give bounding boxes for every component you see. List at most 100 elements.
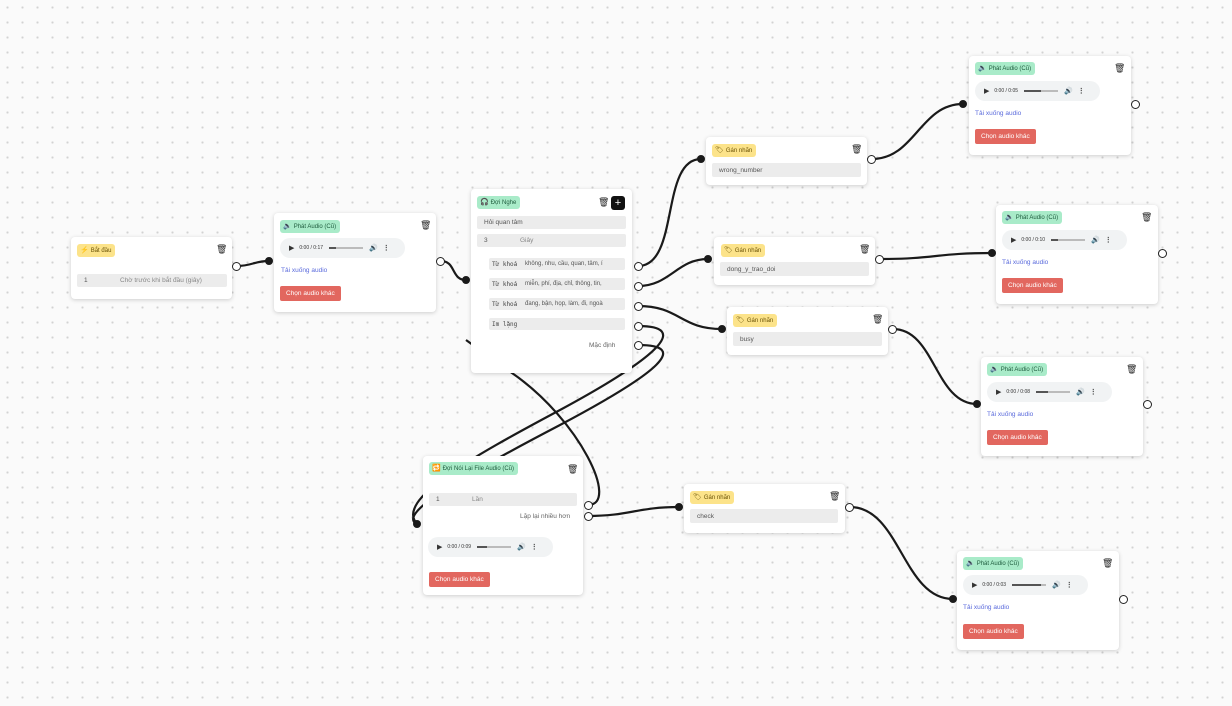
play-audio-node-3[interactable]: 🔈 Phát Audio (Cũ) 🗑 ▶ 0:00 / 0:10 🔊 ⋮ Tả… [996,205,1158,304]
download-audio-link[interactable]: Tải xuống audio [963,604,1010,611]
label-node-1[interactable]: 🏷 Gán nhãn 🗑 wrong_number [706,137,867,185]
label3-output-handle[interactable] [888,325,897,334]
start-delay-field[interactable]: 1 Chờ trước khi bắt đầu (giây) [77,274,227,287]
choose-audio-button[interactable]: Chọn audio khác [429,572,490,587]
volume-icon[interactable]: 🔊 [1076,389,1085,396]
audio3-output-handle[interactable] [1158,249,1167,258]
trash-icon[interactable]: 🗑 [829,491,841,501]
audio1-input-handle[interactable] [265,257,273,265]
more-icon[interactable]: ⋮ [1104,237,1112,244]
volume-icon[interactable]: 🔊 [1091,237,1100,244]
trash-icon[interactable]: 🗑 [859,244,871,254]
play-audio-node-2[interactable]: 🔈 Phát Audio (Cũ) 🗑 ▶ 0:00 / 0:05 🔊 ⋮ Tả… [969,56,1131,155]
audio-progress[interactable] [329,247,364,249]
default-output-handle[interactable] [634,341,643,350]
play-icon[interactable]: ▶ [984,88,990,95]
label4-input-handle[interactable] [675,503,683,511]
audio2-output-handle[interactable] [1131,100,1140,109]
label-input[interactable]: check [690,509,838,523]
prompt-input[interactable]: Hỏi quan tâm [477,216,626,229]
more-icon[interactable]: ⋮ [1077,88,1085,95]
label-node-3[interactable]: 🏷 Gán nhãn 🗑 busy [727,307,888,355]
audio2-input-handle[interactable] [959,100,967,108]
keyword-row-3[interactable]: Từ khoá đang, bận, họp, làm, đi, ngoà [489,298,625,310]
audio-player[interactable]: ▶ 0:00 / 0:09 🔊 ⋮ [428,537,553,557]
label-input[interactable]: busy [733,332,882,346]
trash-icon[interactable]: 🗑 [567,464,579,474]
keyword-row-2[interactable]: Từ khoá miễn, phí, địa, chỉ, thông, tin, [489,278,625,290]
download-audio-link[interactable]: Tải xuống audio [975,110,1022,117]
label-input[interactable]: wrong_number [712,163,861,177]
audio-player[interactable]: ▶ 0:00 / 0:08 🔊 ⋮ [987,382,1112,402]
listen-input-handle[interactable] [462,276,470,284]
audio-progress[interactable] [477,546,512,548]
audio-player[interactable]: ▶ 0:00 / 0:05 🔊 ⋮ [975,81,1100,101]
keyword1-output-handle[interactable] [634,262,643,271]
play-icon[interactable]: ▶ [289,245,295,252]
play-icon[interactable]: ▶ [972,582,978,589]
more-icon[interactable]: ⋮ [530,544,538,551]
volume-icon[interactable]: 🔊 [517,544,526,551]
keyword2-output-handle[interactable] [634,282,643,291]
keyword3-output-handle[interactable] [634,302,643,311]
keyword-row-1[interactable]: Từ khoá không, nhu, cầu, quan, tâm, í [489,258,625,270]
trash-icon[interactable]: 🗑 [1114,63,1126,73]
play-audio-node-4[interactable]: 🔈 Phát Audio (Cũ) 🗑 ▶ 0:00 / 0:08 🔊 ⋮ Tả… [981,357,1143,456]
trash-icon[interactable]: 🗑 [420,220,432,230]
audio-progress[interactable] [1024,90,1059,92]
trash-icon[interactable]: 🗑 [1141,212,1153,222]
play-audio-node-1[interactable]: 🔈 Phát Audio (Cũ) 🗑 ▶ 0:00 / 0:17 🔊 ⋮ Tả… [274,213,436,312]
audio4-output-handle[interactable] [1143,400,1152,409]
label-node-4[interactable]: 🏷 Gán nhãn 🗑 check [684,484,845,533]
audio-player[interactable]: ▶ 0:00 / 0:03 🔊 ⋮ [963,575,1088,595]
choose-audio-button[interactable]: Chọn audio khác [280,286,341,301]
trash-icon[interactable]: 🗑 [216,244,228,254]
label1-input-handle[interactable] [697,155,705,163]
play-audio-node-5[interactable]: 🔈 Phát Audio (Cũ) 🗑 ▶ 0:00 / 0:03 🔊 ⋮ Tả… [957,551,1119,650]
choose-audio-button[interactable]: Chọn audio khác [1002,278,1063,293]
repeat-input-handle[interactable] [413,520,421,528]
audio-progress[interactable] [1051,239,1086,241]
choose-audio-button[interactable]: Chọn audio khác [987,430,1048,445]
audio5-output-handle[interactable] [1119,595,1128,604]
label-input[interactable]: dong_y_trao_doi [720,262,869,276]
label2-output-handle[interactable] [875,255,884,264]
more-icon[interactable]: ⋮ [1089,389,1097,396]
audio3-input-handle[interactable] [988,249,996,257]
silence-output-handle[interactable] [634,322,643,331]
more-icon[interactable]: ⋮ [382,245,390,252]
label-node-2[interactable]: 🏷 Gán nhãn 🗑 dong_y_trao_doi [714,237,875,285]
more-icon[interactable]: ⋮ [1065,582,1073,589]
download-audio-link[interactable]: Tải xuống audio [1002,259,1049,266]
trash-icon[interactable]: 🗑 [851,144,863,154]
trash-icon[interactable]: 🗑 [872,314,884,324]
download-audio-link[interactable]: Tải xuống audio [987,411,1034,418]
repeat-back-output-handle[interactable] [584,501,593,510]
audio-player[interactable]: ▶ 0:00 / 0:10 🔊 ⋮ [1002,230,1127,250]
label1-output-handle[interactable] [867,155,876,164]
repeat-count-field[interactable]: 1 Lần [429,493,577,506]
audio-progress[interactable] [1036,391,1071,393]
start-output-handle[interactable] [232,262,241,271]
listen-node[interactable]: 🎧 Đợi Nghe 🗑 + Hỏi quan tâm 3 Giây Từ kh… [471,189,632,373]
silence-row[interactable]: Im lặng [489,318,625,330]
trash-icon[interactable]: 🗑 [598,197,610,207]
audio-progress[interactable] [1012,584,1047,586]
audio4-input-handle[interactable] [973,400,981,408]
volume-icon[interactable]: 🔊 [1052,582,1061,589]
choose-audio-button[interactable]: Chọn audio khác [963,624,1024,639]
audio1-output-handle[interactable] [436,257,445,266]
play-icon[interactable]: ▶ [1011,237,1017,244]
label3-input-handle[interactable] [718,325,726,333]
audio5-input-handle[interactable] [949,595,957,603]
trash-icon[interactable]: 🗑 [1126,364,1138,374]
wait-field[interactable]: 3 Giây [477,234,626,247]
start-node[interactable]: ⚡ Bắt đầu 🗑 1 Chờ trước khi bắt đầu (giâ… [71,237,232,299]
label4-output-handle[interactable] [845,503,854,512]
play-icon[interactable]: ▶ [996,389,1002,396]
label2-input-handle[interactable] [704,255,712,263]
add-button[interactable]: + [611,196,625,210]
audio-player[interactable]: ▶ 0:00 / 0:17 🔊 ⋮ [280,238,405,258]
volume-icon[interactable]: 🔊 [1064,88,1073,95]
repeat-more-output-handle[interactable] [584,512,593,521]
